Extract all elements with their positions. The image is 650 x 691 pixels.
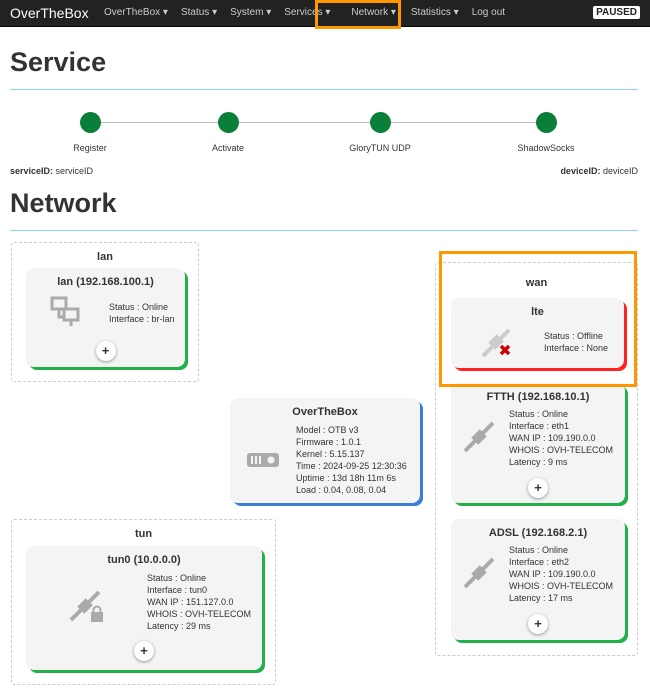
whois-line: WHOIS : OVH-TELECOM	[147, 609, 252, 619]
device-id-value: deviceID	[602, 166, 638, 176]
service-title: Service	[10, 47, 107, 77]
step-dot-shadowsocks	[536, 112, 557, 133]
step-dot-register	[80, 112, 101, 133]
expand-button[interactable]: +	[134, 641, 154, 661]
card-title: lte	[531, 306, 544, 318]
menu-logout[interactable]: Log out	[471, 7, 506, 18]
status-line: Status : Offline	[544, 331, 603, 341]
time-line: Time : 2024-09-25 12:30:36	[296, 461, 407, 471]
uptime-line: Uptime : 13d 18h 11m 6s	[296, 473, 396, 483]
model-line: Model : OTB v3	[296, 425, 359, 435]
menu-status[interactable]: Status ▾	[180, 7, 218, 18]
tun-zone: tun	[11, 519, 276, 685]
lan-zone: lan	[11, 242, 199, 382]
menu-network[interactable]: Network ▾	[351, 7, 396, 18]
expand-button[interactable]: +	[528, 614, 548, 634]
lte-card[interactable]: lte Status : Offline Interface : None	[451, 298, 624, 368]
divider	[10, 230, 638, 231]
service-id-label: serviceID:	[10, 166, 54, 176]
firmware-line: Firmware : 1.0.1	[296, 437, 362, 447]
highlight-wan-lte	[439, 251, 637, 387]
card-title: tun0 (10.0.0.0)	[107, 554, 181, 566]
brand-link[interactable]: OverTheBox	[10, 5, 89, 21]
status-line: Status : Online	[109, 302, 169, 312]
card-info: Status : Online Interface : eth1 WAN IP …	[509, 408, 613, 468]
wan-ip-line: WAN IP : 109.190.0.0	[509, 433, 596, 443]
card-title: lan (192.168.100.1)	[57, 276, 154, 288]
plug-icon	[463, 557, 495, 589]
step-label: ShadowSocks	[517, 143, 575, 153]
step-label: GloryTUN UDP	[349, 143, 411, 153]
latency-line: Latency : 29 ms	[147, 621, 211, 631]
device-id: deviceID: deviceID	[560, 166, 638, 176]
card-title: OverTheBox	[292, 406, 358, 418]
interface-line: Interface : br-lan	[109, 314, 175, 324]
lan-card[interactable]: lan (192.168.100.1) Status : Online Inte…	[26, 268, 185, 367]
card-title: ADSL (192.168.2.1)	[488, 527, 588, 539]
overthebox-card[interactable]: OverTheBox Model : OTB v3 Firmware : 1.0…	[230, 398, 420, 503]
main-menu: OverTheBox ▾ Status ▾ System ▾ Services …	[104, 7, 518, 18]
kernel-line: Kernel : 5.15.137	[296, 449, 365, 459]
whois-line: WHOIS : OVH-TELECOM	[509, 445, 614, 455]
interface-line: Interface : eth2	[509, 557, 570, 567]
paused-badge[interactable]: PAUSED	[593, 6, 640, 19]
status-line: Status : Online	[509, 409, 569, 419]
interface-line: Interface : eth1	[509, 421, 570, 431]
menu-statistics[interactable]: Statistics ▾	[410, 7, 459, 18]
expand-button[interactable]: +	[95, 341, 116, 361]
card-info: Status : Offline Interface : None	[544, 330, 608, 354]
wan-zone: wan	[435, 262, 638, 656]
ftth-card[interactable]: FTTH (192.168.10.1) Status : Online Inte…	[451, 383, 625, 503]
card-info: Status : Online Interface : eth2 WAN IP …	[509, 544, 613, 604]
interface-line: Interface : tun0	[147, 585, 208, 595]
wan-ip-line: WAN IP : 109.190.0.0	[509, 569, 596, 579]
card-info: Status : Online Interface : tun0 WAN IP …	[147, 572, 251, 632]
progress-line	[90, 122, 546, 123]
menu-system[interactable]: System ▾	[230, 7, 272, 18]
whois-line: WHOIS : OVH-TELECOM	[509, 581, 614, 591]
tun0-card[interactable]: tun0 (10.0.0.0) Status : Online Interfac…	[26, 546, 262, 670]
card-info: Model : OTB v3 Firmware : 1.0.1 Kernel :…	[296, 424, 407, 496]
zone-title: wan	[525, 277, 548, 289]
step-dot-activate	[218, 112, 239, 133]
step-dot-glorytun	[370, 112, 391, 133]
expand-button[interactable]: +	[528, 478, 548, 498]
adsl-card[interactable]: ADSL (192.168.2.1) Status : Online Inter…	[451, 519, 625, 640]
card-title: FTTH (192.168.10.1)	[486, 391, 590, 403]
service-id-value: serviceID	[55, 166, 94, 176]
plug-lock-icon	[69, 590, 103, 622]
service-id: serviceID: serviceID	[10, 166, 93, 176]
load-line: Load : 0.04, 0.08, 0.04	[296, 485, 387, 495]
latency-line: Latency : 9 ms	[509, 457, 568, 467]
menu-services[interactable]: Services ▾	[284, 7, 331, 18]
zone-title: tun	[134, 528, 153, 540]
network-title: Network	[10, 188, 117, 218]
menu-overthebox[interactable]: OverTheBox ▾	[104, 7, 168, 18]
highlight-network-menu	[315, 0, 401, 29]
latency-line: Latency : 17 ms	[509, 593, 573, 603]
step-label: Activate	[211, 143, 245, 153]
status-line: Status : Online	[509, 545, 569, 555]
card-info: Status : Online Interface : br-lan	[109, 301, 175, 325]
plug-offline-icon	[481, 328, 511, 358]
wan-ip-line: WAN IP : 151.127.0.0	[147, 597, 234, 607]
status-line: Status : Online	[147, 573, 207, 583]
step-label: Register	[73, 143, 107, 153]
divider	[10, 89, 638, 90]
network-computer-icon	[50, 296, 80, 326]
zone-title: lan	[97, 251, 113, 263]
device-id-label: deviceID:	[560, 166, 601, 176]
router-icon	[247, 453, 279, 467]
plug-icon	[463, 421, 495, 453]
interface-line: Interface : None	[544, 343, 609, 353]
